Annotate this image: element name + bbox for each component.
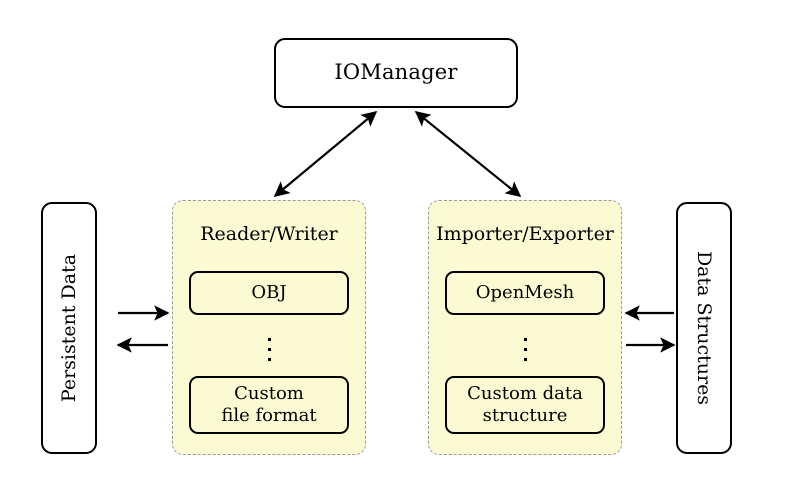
box-custom-data-structure-line1: Custom data <box>467 382 583 404</box>
panel-reader-writer[interactable]: Reader/Writer OBJ Custom file format <box>172 200 366 455</box>
node-data-structures-label: Data Structures <box>693 250 715 406</box>
box-openmesh[interactable]: OpenMesh <box>445 271 605 315</box>
node-iomanager-label: IOManager <box>334 60 458 85</box>
node-persistent-data[interactable]: Persistent Data <box>41 202 97 454</box>
vdots-icon <box>173 331 365 361</box>
node-data-structures[interactable]: Data Structures <box>676 202 732 454</box>
node-iomanager[interactable]: IOManager <box>274 38 518 108</box>
vdots-icon <box>429 331 621 361</box>
connector-iomanager-importerexporter <box>414 111 522 197</box>
panel-importer-exporter[interactable]: Importer/Exporter OpenMesh Custom data s… <box>428 200 622 455</box>
box-custom-file-format-line2: file format <box>221 405 317 426</box>
box-custom-data-structure-line2: structure <box>482 405 568 426</box>
box-custom-data-structure[interactable]: Custom data structure <box>445 376 605 434</box>
box-custom-file-format[interactable]: Custom file format <box>189 376 349 434</box>
box-custom-file-format-line1: Custom <box>234 382 304 404</box>
box-custom-data-structure-label: Custom data structure <box>467 383 583 428</box>
box-obj[interactable]: OBJ <box>189 271 349 315</box>
box-openmesh-label: OpenMesh <box>475 281 575 303</box>
box-custom-file-format-label: Custom file format <box>221 383 316 428</box>
connector-iomanager-readerwriter <box>273 111 378 197</box>
node-persistent-data-label: Persistent Data <box>58 253 80 403</box>
panel-reader-writer-title: Reader/Writer <box>200 223 338 245</box>
box-obj-label: OBJ <box>251 281 287 303</box>
panel-importer-exporter-title: Importer/Exporter <box>436 223 614 245</box>
